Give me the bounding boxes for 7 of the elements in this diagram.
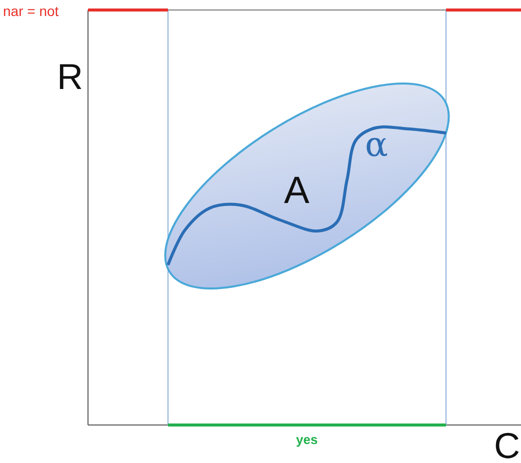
axis-label: R <box>57 59 83 95</box>
range-label: yes <box>296 433 318 446</box>
curve-label: α <box>365 128 388 162</box>
ellipse-region <box>164 82 450 290</box>
range-label: nar = not <box>3 4 59 18</box>
region-label: A <box>284 172 310 210</box>
axis-label: C <box>494 428 520 463</box>
